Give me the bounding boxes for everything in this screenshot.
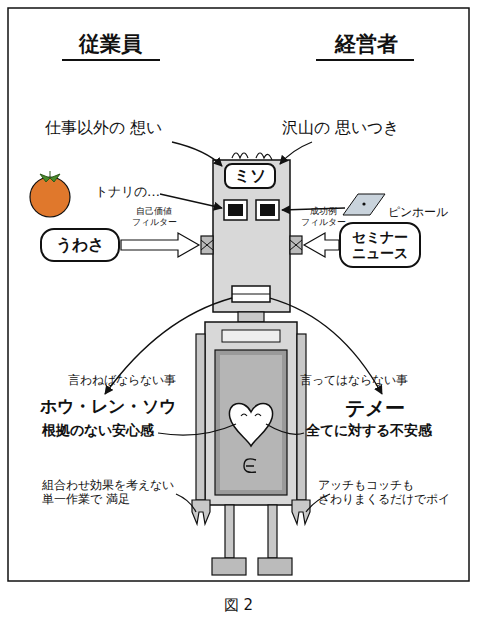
filter-label: 成功例 フィルター (296, 206, 350, 228)
rounded-box: ミソ (224, 163, 276, 189)
robot-ear-bolt (201, 236, 213, 254)
robot-head (213, 160, 290, 312)
annotation: アッチもコッチも さわりまくるだけでポイ (318, 478, 458, 507)
key-term: ホウ・レン・ソウ (40, 396, 176, 416)
filter-label: 自己価値 フィルター (127, 206, 181, 228)
figure-caption: 図 2 (0, 596, 477, 614)
persimmon-leaf (40, 171, 60, 182)
box-content: ミソ (234, 167, 266, 185)
robot-arm (297, 334, 306, 500)
body-panel (215, 350, 287, 495)
annotation: 根拠のない安心感 (42, 422, 154, 439)
leader-line (158, 424, 236, 435)
column-heading: 従業員 (60, 32, 160, 57)
pinhole-paper (343, 194, 385, 215)
robot-mouth-line (232, 294, 270, 295)
robot-hand (292, 500, 310, 524)
pointer-arrow (172, 142, 222, 166)
body-symbol (244, 459, 256, 473)
frame (8, 8, 469, 581)
robot-hand (192, 500, 210, 524)
box-label: ミソ (234, 167, 266, 185)
persimmon (30, 177, 70, 217)
rounded-box: うわさ (40, 228, 120, 262)
annotation: 全てに対する不安感 (306, 422, 432, 439)
annotation: 言わねばならない事 (68, 373, 176, 387)
robot-neck (238, 312, 264, 322)
body-vent (222, 330, 280, 342)
leader-line (266, 424, 304, 434)
robot-mouth (232, 286, 270, 302)
key-term: テメー (345, 396, 405, 420)
leader-line (176, 494, 196, 512)
annotation: トナリの… (95, 184, 160, 200)
box-content: セミナー ニュース (341, 229, 419, 261)
robot-eye-frame (224, 200, 247, 220)
robot-eye (260, 204, 275, 216)
bolt-hatch (290, 240, 302, 250)
robot-leg (225, 505, 234, 558)
annotation: 仕事以外の 想い (45, 118, 162, 137)
filter-arrow (121, 233, 199, 257)
heading-underline (316, 59, 414, 61)
annotation: 言ってはならない事 (300, 373, 408, 387)
column-heading: 経営者 (316, 32, 416, 57)
box-label: うわさ (56, 236, 104, 254)
annotation: 組合わせ効果を考えない 単一作業で 満足 (42, 478, 182, 507)
robot-eye (228, 204, 243, 216)
filter-arrow (304, 233, 339, 257)
robot-eye-frame (256, 200, 279, 220)
annotation: 沢山の 思いつき (282, 118, 399, 137)
pinhole (362, 202, 365, 205)
pointer-arrow (160, 194, 222, 208)
robot-body (205, 322, 297, 505)
heart-eyes (241, 414, 261, 416)
rounded-box: セミナー ニュース (339, 222, 421, 268)
robot-foot (212, 558, 246, 575)
pointer-arrow (280, 142, 312, 164)
box-label: セミナー ニュース (341, 229, 419, 261)
annotation: ピンホール (388, 205, 448, 219)
robot-arm (196, 334, 205, 500)
robot-ear-bolt (290, 236, 302, 254)
body-panel-shade (220, 355, 282, 490)
box-content: うわさ (56, 236, 104, 254)
heading-underline (62, 59, 160, 61)
hair-squiggle (232, 153, 272, 160)
bolt-hatch (201, 240, 213, 250)
robot-foot (258, 558, 292, 575)
robot-leg (268, 505, 277, 558)
